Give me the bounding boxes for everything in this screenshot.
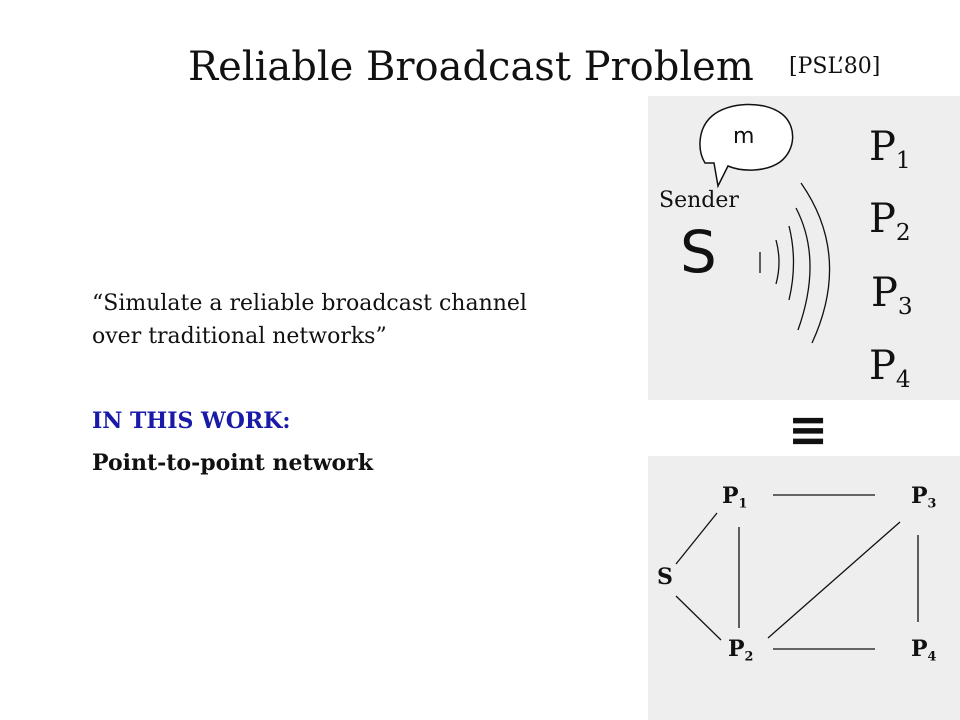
network-node-p2: P2 [728, 636, 753, 664]
network-node-p4: P4 [911, 636, 936, 664]
broadcast-wave-2 [775, 239, 780, 285]
party-p1-index: 1 [895, 147, 911, 175]
sender-symbol: S [680, 218, 717, 286]
quote-line-1: “Simulate a reliable broadcast channel [92, 291, 527, 316]
quote-block: “Simulate a reliable broadcast channel o… [92, 287, 527, 353]
network-node-p1: P1 [722, 483, 747, 511]
network-node-p3-index: 3 [927, 496, 937, 512]
work-heading: IN THIS WORK: [92, 408, 291, 434]
edge-s-p1 [675, 512, 718, 565]
message-label: m [733, 124, 755, 149]
network-panel [648, 456, 960, 720]
broadcast-wave-3 [788, 225, 795, 301]
broadcast-wave-5 [800, 182, 831, 344]
sender-label: Sender [659, 188, 739, 213]
network-node-p2-name: P [728, 636, 745, 662]
party-p3-index: 3 [897, 293, 913, 321]
network-node-p1-index: 1 [738, 496, 748, 512]
party-p4-index: 4 [895, 366, 911, 394]
work-detail: Point-to-point network [92, 450, 374, 476]
slide-title: Reliable Broadcast Problem [188, 44, 754, 90]
network-sender: S [657, 564, 673, 590]
network-node-p4-name: P [911, 636, 928, 662]
equivalence-symbol: ≡ [788, 402, 829, 458]
party-p3-name: P [871, 270, 898, 316]
broadcast-wave-4 [795, 207, 811, 331]
network-node-p1-name: P [722, 483, 739, 509]
edge-s-p2 [675, 595, 722, 641]
edge-p2-p3 [767, 521, 901, 639]
speech-bubble [699, 103, 794, 189]
party-p2-name: P [869, 196, 896, 242]
party-p1: P1 [869, 124, 911, 174]
party-p2: P2 [869, 196, 911, 246]
network-node-p2-index: 2 [744, 649, 754, 665]
quote-line-2: over traditional networks” [92, 324, 387, 349]
citation: [PSL’80] [789, 54, 881, 79]
network-node-p3-name: P [911, 483, 928, 509]
network-node-p3: P3 [911, 483, 936, 511]
party-p3: P3 [871, 270, 913, 320]
party-p2-index: 2 [895, 219, 911, 247]
network-node-p4-index: 4 [927, 649, 937, 665]
party-p1-name: P [869, 124, 896, 170]
party-p4: P4 [869, 343, 911, 393]
party-p4-name: P [869, 343, 896, 389]
